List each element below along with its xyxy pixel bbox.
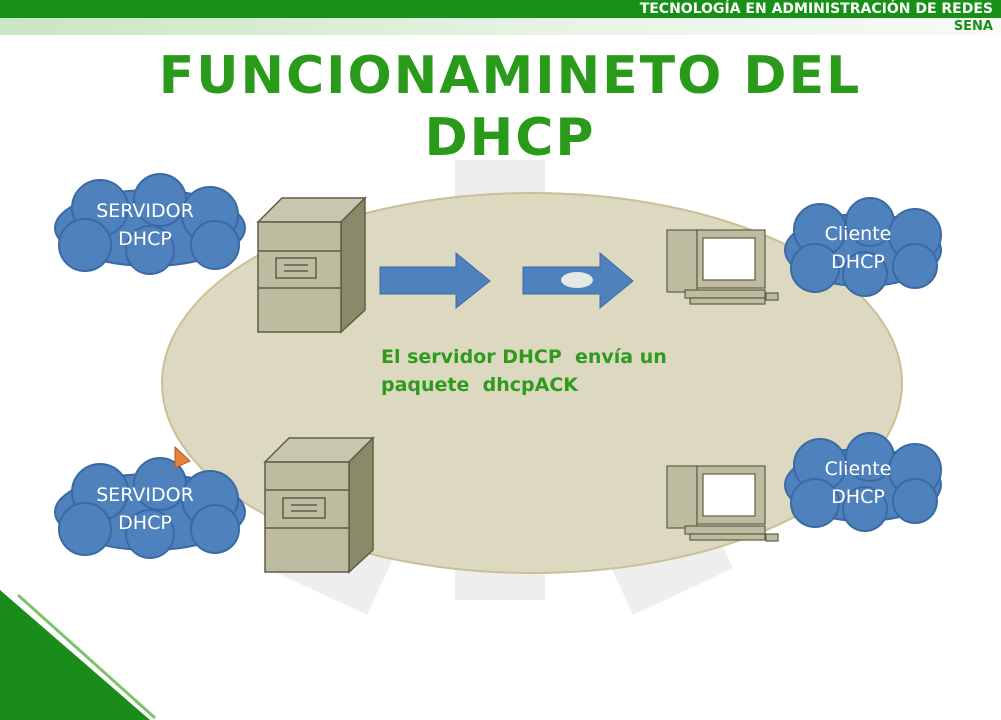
slide-title-line1: FUNCIONAMINETO DEL	[158, 46, 862, 106]
server-icon	[263, 436, 375, 574]
cloud-server-2	[54, 457, 246, 559]
label-line: DHCP	[831, 486, 885, 508]
description: El servidor DHCP envía un paquete dhcpACK	[381, 343, 667, 399]
cloud-client-1	[784, 197, 942, 297]
corner-line	[16, 593, 157, 720]
header-bar	[0, 0, 1001, 18]
arrow-icon	[379, 251, 491, 310]
label-line: DHCP	[831, 251, 885, 273]
label-line: Cliente	[824, 223, 892, 245]
corner-triangle	[0, 590, 150, 720]
header-band	[0, 18, 1001, 35]
server-label-2: SERVIDOR DHCP	[70, 481, 220, 537]
label-line: DHCP	[118, 228, 172, 250]
server-icon	[256, 196, 367, 334]
computer-icon	[666, 465, 779, 542]
label-line: DHCP	[118, 512, 172, 534]
description-line: paquete dhcpACK	[381, 374, 578, 396]
label-line: SERVIDOR	[96, 200, 194, 222]
label-line: SERVIDOR	[96, 484, 194, 506]
org-name: SENA	[953, 19, 993, 34]
cloud-server-1	[54, 173, 246, 275]
cloud-client-2	[784, 432, 942, 532]
slide-title-line2: DHCP	[424, 108, 596, 168]
label-line: Cliente	[824, 458, 892, 480]
server-label-1: SERVIDOR DHCP	[70, 197, 220, 253]
packet-icon	[561, 272, 593, 288]
program-name: TECNOLOGÍA EN ADMINISTRACIÓN DE REDES	[639, 1, 993, 17]
computer-icon	[666, 229, 779, 305]
cursor-icon[interactable]	[174, 445, 191, 469]
description-line: El servidor DHCP envía un	[381, 346, 667, 368]
